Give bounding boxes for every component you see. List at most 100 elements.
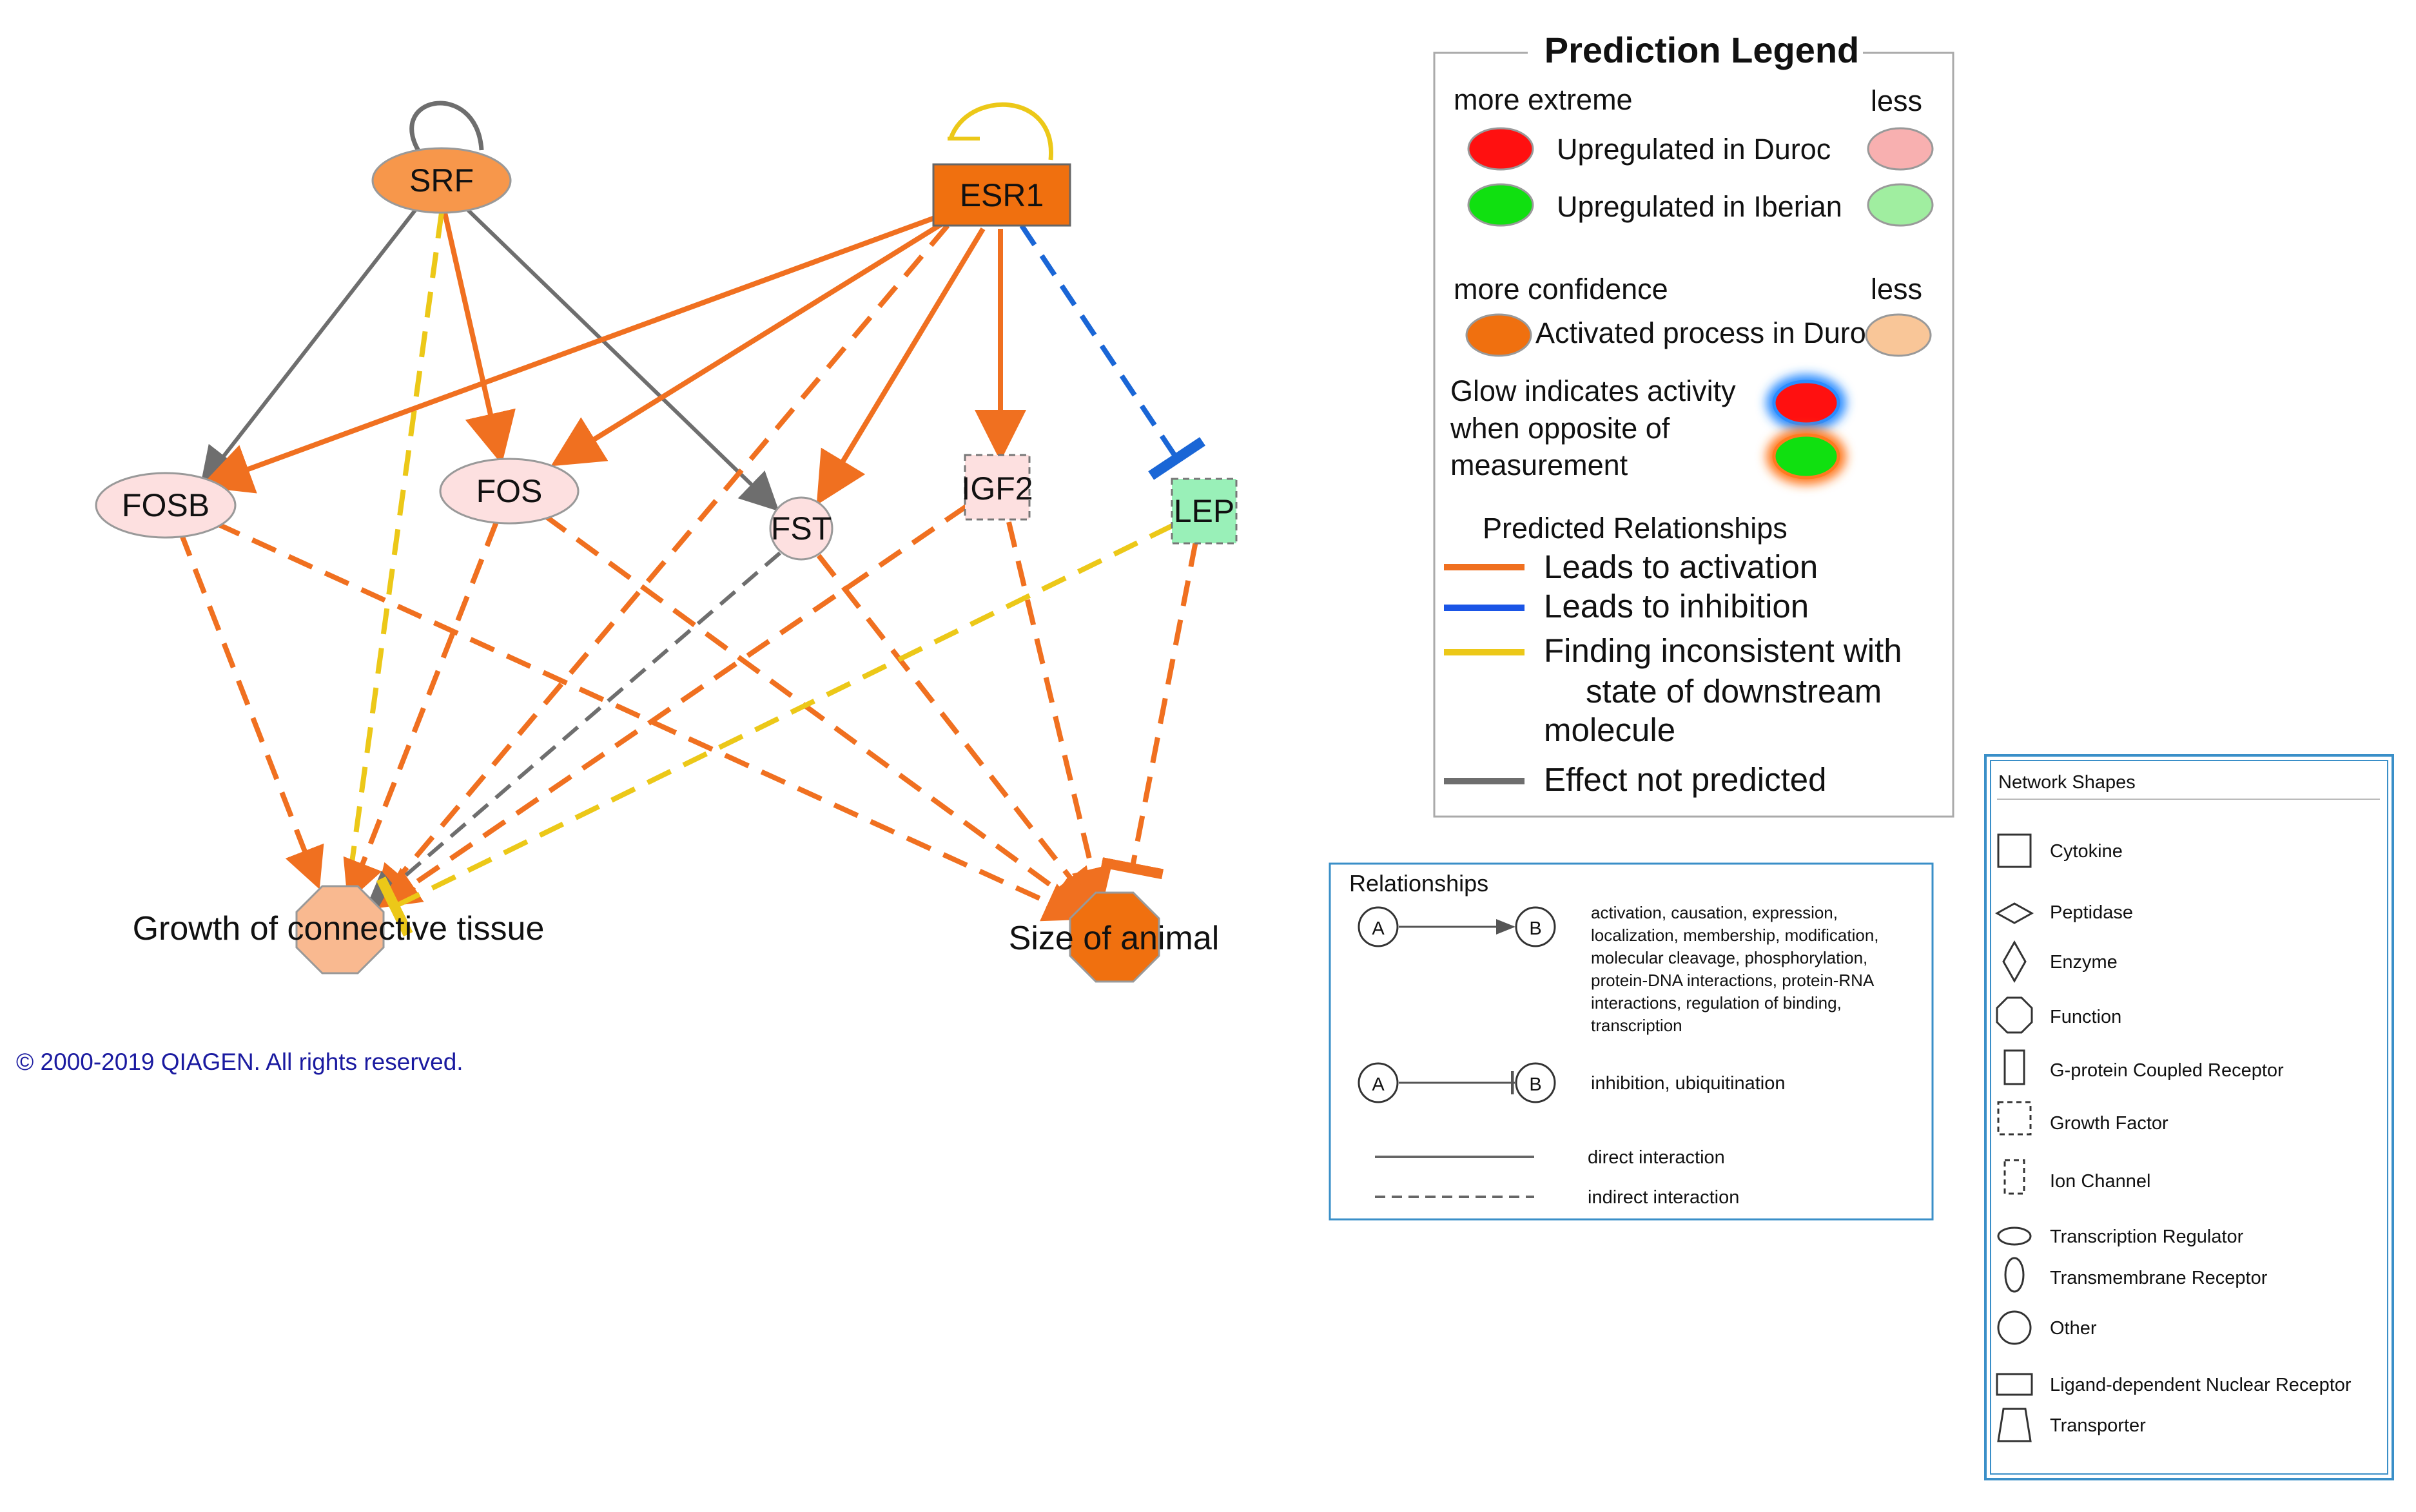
shape-transporter-icon [1997, 1408, 2032, 1442]
shape-ldnr: Ligand-dependent Nuclear Receptor [2050, 1375, 2352, 1395]
legend-inconsistent-1: Finding inconsistent with [1544, 632, 1902, 669]
legend-leads-inhibition: Leads to inhibition [1544, 588, 1809, 625]
legend-up-duroc-swatch [1467, 127, 1534, 171]
legend-glow-green-swatch [1772, 433, 1840, 480]
rel-direct: direct interaction [1588, 1147, 1725, 1168]
node-igf2-label: IGF2 [961, 470, 1033, 507]
legend-up-iberian-less-swatch [1867, 183, 1934, 227]
rel-activation-line-1: activation, causation, expression, [1591, 903, 1838, 922]
node-esr1[interactable]: ESR1 [932, 163, 1071, 227]
edge-esr1-fosb [199, 215, 936, 494]
node-size-label: Size of animal [1009, 920, 1220, 957]
node-srf-label: SRF [409, 162, 474, 199]
shape-function: Function [2050, 1007, 2121, 1027]
shape-function-icon [1996, 996, 2033, 1034]
legend-leads-activation: Leads to activation [1544, 548, 1818, 585]
shape-enzyme-icon [2002, 940, 2027, 984]
relationships-box: Relationships A B activation, causation,… [1329, 862, 1934, 1221]
shape-transmembrane-receptor-icon [2004, 1257, 2025, 1293]
node-fos-label: FOS [476, 473, 543, 509]
node-fos[interactable]: FOS [439, 458, 580, 525]
shape-other-icon [1997, 1310, 2032, 1345]
shape-peptidase: Peptidase [2050, 902, 2133, 923]
svg-text:A: A [1372, 1074, 1385, 1095]
shape-other: Other [2050, 1318, 2097, 1339]
shape-transmembrane-receptor: Transmembrane Receptor [2050, 1268, 2268, 1288]
edge-srf-growth [349, 212, 444, 867]
legend-up-duroc: Upregulated in Duroc [1557, 133, 1831, 166]
node-growth-label: Growth of connective tissue [133, 910, 545, 947]
shape-transcription-regulator: Transcription Regulator [2050, 1226, 2244, 1247]
legend-not-predicted: Effect not predicted [1544, 761, 1827, 798]
legend-activated-less-swatch [1865, 313, 1932, 357]
prediction-legend: Prediction Legend more extreme less Upre… [1433, 29, 1954, 818]
legend-up-iberian-swatch [1467, 183, 1534, 227]
node-fst-label: FST [771, 510, 832, 547]
prediction-legend-title: Prediction Legend [1544, 30, 1860, 70]
legend-less-2: less [1871, 273, 1922, 305]
edge-lep-growth [376, 523, 1174, 937]
shape-ion-channel-icon [2003, 1159, 2025, 1195]
edge-srf-self-loop [409, 101, 484, 199]
node-fosb-label: FOSB [122, 487, 209, 523]
edge-fos-size [543, 513, 1091, 915]
legend-glow-2: when opposite of [1450, 412, 1670, 445]
node-esr1-label: ESR1 [960, 177, 1044, 213]
edge-srf-fosb [200, 208, 418, 487]
shape-gpcr-icon [2003, 1049, 2025, 1085]
node-fosb[interactable]: FOSB [95, 472, 237, 539]
edge-esr1-fos [550, 220, 946, 467]
edge-fst-size [816, 554, 1096, 911]
legend-glow-3: measurement [1450, 449, 1628, 481]
shape-growth-factor-icon [1997, 1101, 2032, 1136]
shape-enzyme: Enzyme [2050, 952, 2118, 973]
svg-text:B: B [1529, 918, 1541, 939]
network-shapes-title: Network Shapes [1998, 772, 2136, 793]
legend-activated: Activated process in Duroc [1535, 316, 1880, 349]
svg-text:B: B [1529, 1074, 1541, 1095]
legend-inconsistent-2: state of downstream [1586, 673, 1882, 710]
node-igf2[interactable]: IGF2 [961, 454, 1033, 521]
node-growth-of-connective-tissue[interactable]: Growth of connective tissue [133, 885, 545, 974]
edge-lep-size [1100, 541, 1198, 880]
shape-cytokine: Cytokine [2050, 841, 2123, 862]
copyright-text: © 2000-2019 QIAGEN. All rights reserved. [16, 1049, 463, 1075]
node-srf[interactable]: SRF [371, 147, 512, 214]
node-lep[interactable]: LEP [1171, 478, 1238, 545]
rel-inhibition: inhibition, ubiquitination [1591, 1073, 1786, 1094]
edge-srf-fst [465, 208, 779, 512]
node-lep-label: LEP [1174, 493, 1235, 529]
shape-cytokine-icon [1997, 833, 2032, 868]
legend-less-1: less [1871, 84, 1922, 117]
legend-more-confidence: more confidence [1454, 273, 1668, 305]
edge-fos-growth [343, 521, 499, 902]
edge-esr1-growth [373, 224, 950, 907]
rel-activation-line-5: interactions, regulation of binding, [1591, 993, 1842, 1013]
network-shapes-box: Network Shapes Cytokine Peptidase Enzyme… [1984, 754, 2394, 1480]
relationships-title: Relationships [1349, 870, 1488, 897]
node-fst[interactable]: FST [769, 496, 833, 561]
legend-inconsistent-3: molecule [1544, 712, 1675, 748]
shape-ion-channel: Ion Channel [2050, 1171, 2150, 1192]
legend-up-iberian: Upregulated in Iberian [1557, 190, 1842, 223]
edge-igf2-growth [378, 503, 969, 909]
edge-fosb-growth [178, 530, 324, 889]
edge-srf-fos [442, 212, 516, 465]
shape-transcription-regulator-icon [1997, 1226, 2032, 1246]
shape-transporter: Transporter [2050, 1415, 2146, 1436]
legend-activated-swatch [1465, 313, 1532, 357]
legend-glow-red-swatch [1772, 380, 1840, 426]
rel-activation-line-2: localization, membership, modification, [1591, 926, 1879, 945]
rel-activation-line-3: molecular cleavage, phosphorylation, [1591, 948, 1867, 967]
rel-indirect: indirect interaction [1588, 1187, 1739, 1208]
legend-up-duroc-less-swatch [1867, 127, 1934, 171]
legend-glow-1: Glow indicates activity [1450, 374, 1736, 407]
shape-peptidase-icon [1994, 902, 2034, 924]
shape-ldnr-icon [1996, 1373, 2033, 1396]
edge-esr1-self-loop [948, 102, 1053, 160]
edge-igf2-size [1006, 521, 1112, 909]
edges [178, 101, 1205, 937]
node-size-of-animal[interactable]: Size of animal [1009, 891, 1220, 983]
legend-pred-rel-title: Predicted Relationships [1483, 512, 1788, 545]
